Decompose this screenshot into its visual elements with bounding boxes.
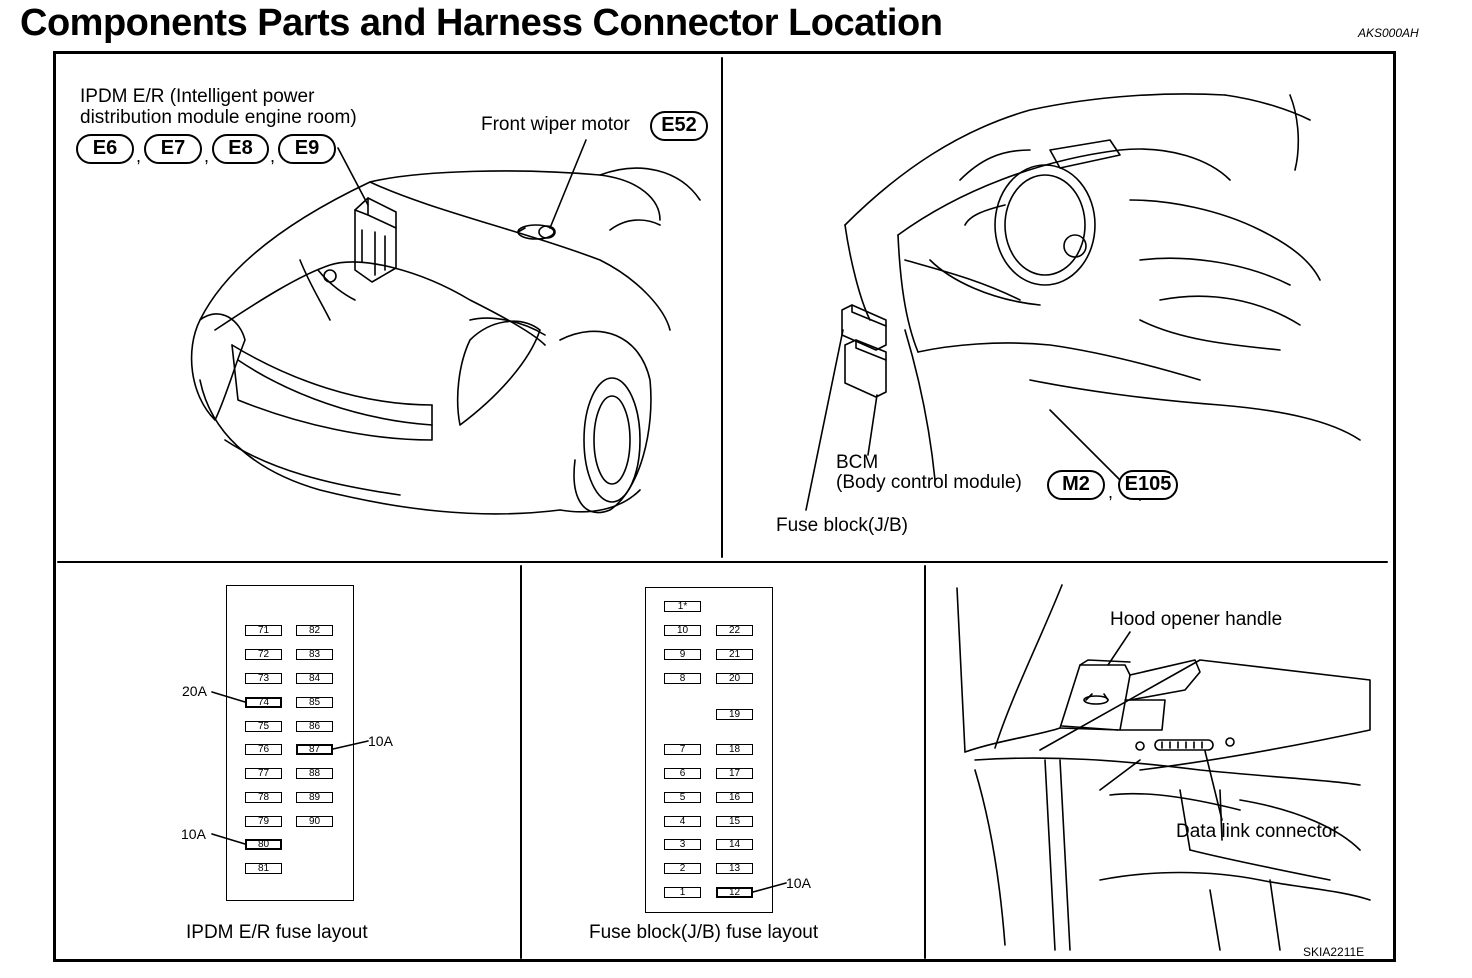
ipdm-fuse-layout-caption: IPDM E/R fuse layout [186, 922, 368, 943]
jb-fuse: 8 [664, 673, 701, 684]
ipdm-fuse-74: 74 [245, 697, 282, 708]
ipdm-fuse: 73 [245, 673, 282, 684]
jb-fuse-1-star: 1* [664, 601, 701, 612]
jb-fuse-12: 12 [716, 887, 753, 898]
ipdm-fuse: 88 [296, 768, 333, 779]
connector-e9: E9 [278, 134, 336, 164]
jb-fuse: 9 [664, 649, 701, 660]
jb-fuse-layout-caption: Fuse block(J/B) fuse layout [589, 922, 819, 943]
jb-fuse: 22 [716, 625, 753, 636]
jb-fuse: 15 [716, 816, 753, 827]
ipdm-fuse-80: 80 [245, 839, 282, 850]
ipdm-fuse: 79 [245, 816, 282, 827]
jb-fuse: 4 [664, 816, 701, 827]
jb-fuse: 2 [664, 863, 701, 874]
jb-fuse: 13 [716, 863, 753, 874]
jb-fuse: 10 [664, 625, 701, 636]
ipdm-fuse: 75 [245, 721, 282, 732]
jb-fuse: 3 [664, 839, 701, 850]
figure-code-bottom: SKIA2211E [1303, 945, 1365, 959]
connector-e6: E6 [76, 134, 134, 164]
jb-fuse: 7 [664, 744, 701, 755]
fuse-block-label: Fuse block(J/B) [776, 515, 908, 536]
comma: , [1108, 482, 1114, 502]
connector-e52: E52 [650, 111, 708, 141]
ipdm-callout-lines [211, 691, 369, 845]
ipdm-fuse: 81 [245, 863, 282, 874]
ipdm-label-line1: IPDM E/R (Intelligent power [80, 86, 315, 107]
jb-fuse: 14 [716, 839, 753, 850]
ipdm-fuse: 77 [245, 768, 282, 779]
ipdm-fuse: 85 [296, 697, 333, 708]
callout-10a: 10A [181, 826, 206, 842]
callout-20a: 20A [182, 683, 207, 699]
car-front-illustration [190, 139, 701, 515]
wiper-motor-label: Front wiper motor [481, 114, 630, 135]
kick-panel-illustration [956, 584, 1371, 951]
comma: , [204, 146, 210, 166]
ipdm-fuse: 82 [296, 625, 333, 636]
callout-10a: 10A [786, 875, 811, 891]
comma: , [270, 146, 276, 166]
jb-fuse: 5 [664, 792, 701, 803]
bcm-label-line2: (Body control module) [836, 472, 1022, 493]
ipdm-fuse: 84 [296, 673, 333, 684]
jb-fuse: 17 [716, 768, 753, 779]
jb-fuse-box [645, 587, 773, 913]
jb-fuse: 1 [664, 887, 701, 898]
connector-e7: E7 [144, 134, 202, 164]
ipdm-label-line2: distribution module engine room) [80, 107, 357, 128]
ipdm-fuse: 72 [245, 649, 282, 660]
ipdm-fuse: 83 [296, 649, 333, 660]
ipdm-fuse: 78 [245, 792, 282, 803]
connector-m2: M2 [1047, 470, 1105, 500]
jb-fuse: 16 [716, 792, 753, 803]
ipdm-fuse: 76 [245, 744, 282, 755]
callout-10a: 10A [368, 733, 393, 749]
connector-e105: E105 [1118, 470, 1178, 500]
figure-code-top: AKS000AH [1358, 26, 1419, 40]
bcm-label-line1: BCM [836, 452, 879, 473]
jb-fuse: 18 [716, 744, 753, 755]
ipdm-fuse: 90 [296, 816, 333, 827]
ipdm-fuse-87: 87 [296, 744, 333, 755]
ipdm-fuse: 89 [296, 792, 333, 803]
ipdm-fuse: 71 [245, 625, 282, 636]
jb-fuse: 20 [716, 673, 753, 684]
connector-e8: E8 [212, 134, 269, 164]
comma: , [136, 146, 142, 166]
ipdm-fuse: 86 [296, 721, 333, 732]
jb-callout-line [752, 882, 787, 893]
data-link-connector-label: Data link connector [1176, 821, 1339, 842]
jb-fuse: 19 [716, 709, 753, 720]
jb-fuse: 21 [716, 649, 753, 660]
hood-opener-label: Hood opener handle [1110, 609, 1283, 630]
diagram-frame [53, 51, 1396, 962]
page-title: Components Parts and Harness Connector L… [20, 2, 943, 44]
jb-fuse: 6 [664, 768, 701, 779]
ipdm-fuse-box [226, 585, 354, 901]
